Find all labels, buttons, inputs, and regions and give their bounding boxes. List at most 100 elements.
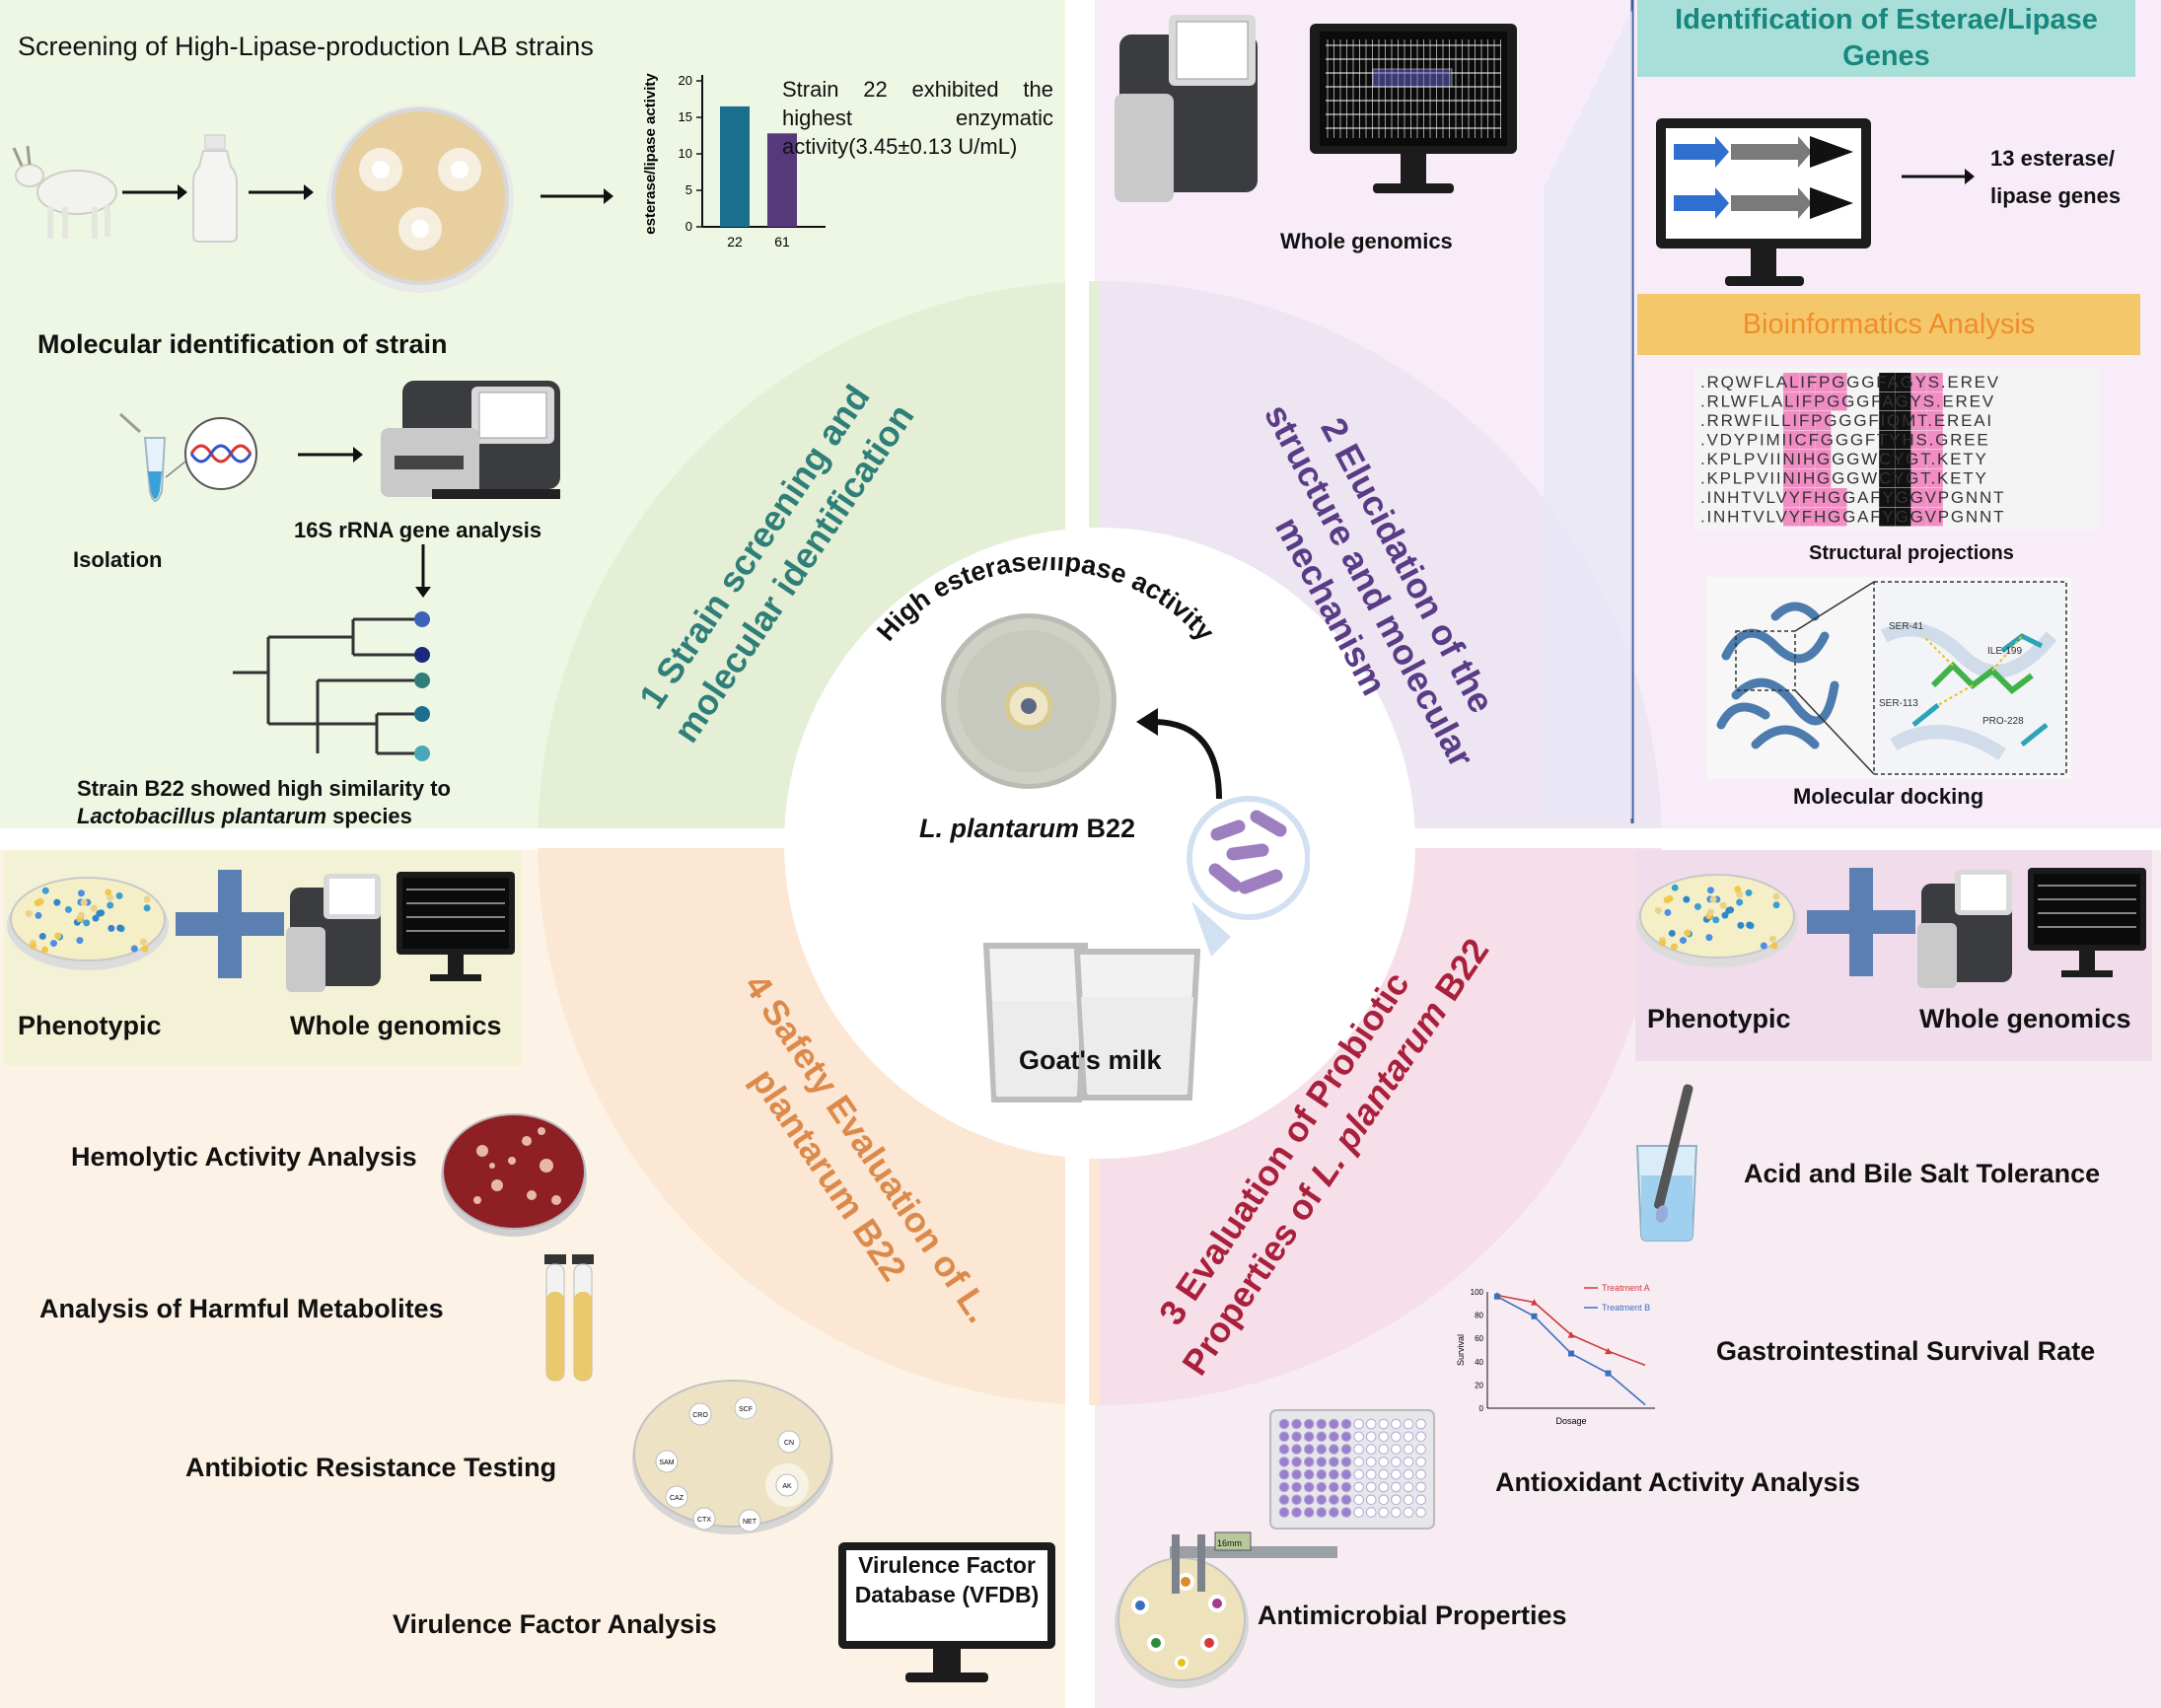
disk-label: CN	[784, 1440, 794, 1447]
structural-projections-label: Structural projections	[1809, 542, 2014, 564]
x-tick-label: 22	[727, 234, 743, 249]
disk-label: CAZ	[670, 1495, 684, 1502]
microplate-icon	[1269, 1409, 1435, 1530]
rrna-label: 16S rRNA gene analysis	[294, 518, 542, 542]
data-point	[1567, 1331, 1575, 1338]
center-strain-label: L. plantarum B22	[919, 814, 1136, 843]
q4-whole-genomics-label: Whole genomics	[290, 1011, 502, 1040]
test-tubes-icon	[544, 1254, 594, 1382]
legend-label: Treatment B	[1602, 1303, 1650, 1313]
activity-plate-photo	[941, 613, 1117, 789]
antibiotic-label: Antibiotic Resistance Testing	[185, 1453, 557, 1482]
sequence-alignment: .RQWFLALIFPGGGFAGYS.EREV.RLWFLALIFPGGGFA…	[1694, 367, 2099, 530]
genes-line1: 13 esterase/	[1990, 146, 2115, 171]
alignment-row: .RQWFLALIFPGGGFAGYS.EREV	[1700, 373, 2000, 391]
legend-label: Treatment A	[1602, 1283, 1650, 1293]
y-tick-label: 5	[685, 182, 692, 197]
screening-title: Screening of High-Lipase-production LAB …	[18, 32, 594, 61]
y-tick-label: 15	[679, 109, 692, 124]
y-tick-label: 100	[1471, 1288, 1484, 1297]
milk-bottle-icon	[192, 134, 238, 243]
alignment-row: .KPLPVIINIHGGGWCYGT.KETY	[1700, 469, 1988, 488]
q2-whole-genomics-label: Whole genomics	[1280, 229, 1453, 253]
similarity-line2: Lactobacillus plantarum species	[77, 804, 412, 828]
antimicrobial-label: Antimicrobial Properties	[1258, 1601, 1567, 1630]
phylogenetic-tree-icon	[233, 611, 430, 761]
antibiotic-disk	[688, 1402, 712, 1426]
activity-bar-chart: 0 5 10 15 20 22 61 esterase/lipase activity	[642, 73, 826, 249]
species-name: Lactobacillus plantarum	[77, 804, 327, 828]
alignment-row: .INHTVLVYFHGGAFYGGVPGNNT	[1700, 508, 2005, 527]
y-tick-label: 0	[685, 219, 692, 234]
arrow-icon	[298, 447, 363, 463]
antibiotic-disk	[665, 1485, 688, 1509]
strain-note: Strain 22 exhibited the highest enzymati…	[782, 77, 1053, 159]
sequencer-computer-icon	[1115, 15, 1517, 202]
data-point	[1568, 1350, 1574, 1357]
isolation-label: Isolation	[73, 547, 163, 572]
curved-arrow-icon	[1136, 708, 1222, 800]
gene-monitor-icon	[1656, 118, 1871, 286]
caliper-readout: 16mm	[1217, 1538, 1243, 1548]
disk-label: CTX	[697, 1517, 711, 1524]
alignment-row: .VDYPIMIICFGGGFTYHS.GREE	[1700, 431, 1990, 450]
sequencer-computer-icon	[286, 872, 515, 992]
sequencer-computer-icon	[1917, 868, 2146, 988]
vfdb-line1: Virulence Factor	[858, 1552, 1036, 1578]
y-tick-label: 0	[1479, 1404, 1484, 1413]
hemolytic-label: Hemolytic Activity Analysis	[71, 1142, 417, 1172]
arrow-icon	[1902, 169, 1975, 184]
alignment-row: .INHTVLVYFHGGAFYGGVPGNNT	[1700, 488, 2005, 507]
molecular-docking-image	[1706, 577, 2071, 779]
arrow-icon	[540, 188, 613, 204]
alignment-row: .RRWFILLIFPGGGFIQMT.EREAI	[1700, 411, 1993, 430]
data-point	[1494, 1293, 1500, 1300]
y-tick-label: 10	[679, 146, 692, 161]
x-axis-label: Dosage	[1555, 1416, 1586, 1426]
genes-line2: lipase genes	[1990, 183, 2122, 208]
bioinformatics-header: Bioinformatics Analysis	[1637, 294, 2140, 355]
residue-label: SER-113	[1879, 698, 1918, 709]
identification-header: Identification of Esterae/Lipase Genes	[1637, 0, 2135, 77]
bacteria-magnifier-icon	[1187, 796, 1310, 957]
antibiotic-disk	[775, 1473, 799, 1497]
q3-phenotypic-label: Phenotypic	[1647, 1004, 1791, 1033]
caliper-plate-icon	[1115, 1531, 1337, 1688]
virulence-label: Virulence Factor Analysis	[393, 1609, 717, 1639]
beaker-ph-meter-icon	[1635, 1084, 1698, 1242]
alignment-row: .KPLPVIINIHGGGWCYGT.KETY	[1700, 450, 1988, 468]
arrow-down-icon	[415, 544, 431, 598]
antioxidant-label: Antioxidant Activity Analysis	[1495, 1467, 1861, 1497]
vfdb-line2: Database (VFDB)	[854, 1582, 1040, 1607]
y-axis-label: Survival	[1456, 1334, 1466, 1366]
gi-survival-label: Gastrointestinal Survival Rate	[1716, 1336, 2096, 1366]
molecular-docking-label: Molecular docking	[1793, 784, 1984, 809]
residue-label: ILE-199	[1987, 646, 2023, 657]
y-tick-label: 20	[1475, 1381, 1483, 1389]
y-tick-label: 40	[1475, 1358, 1483, 1367]
data-point	[1605, 1370, 1612, 1377]
disk-label: SAM	[659, 1459, 674, 1466]
antibiotic-disk	[777, 1430, 801, 1454]
y-tick-label: 80	[1475, 1312, 1483, 1320]
acid-bile-label: Acid and Bile Salt Tolerance	[1744, 1159, 2101, 1188]
data-point	[1605, 1347, 1612, 1355]
bar	[767, 133, 797, 227]
residue-label: PRO-228	[1982, 716, 2024, 727]
antibiotic-disk	[734, 1396, 757, 1420]
y-axis-label: esterase/lipase activity	[642, 73, 659, 235]
data-point	[1531, 1313, 1538, 1319]
residue-label: SER-41	[1889, 621, 1924, 632]
goat-icon	[12, 145, 117, 239]
petri-dish-icon	[326, 106, 514, 293]
disk-label: CRO	[692, 1412, 708, 1419]
goats-milk-label: Goat's milk	[1019, 1045, 1162, 1075]
x-tick-label: 61	[774, 234, 790, 249]
disk-label: SCF	[739, 1406, 753, 1413]
disk-label: AK	[782, 1483, 792, 1490]
y-tick-label: 20	[679, 73, 692, 88]
data-point	[1531, 1299, 1538, 1306]
q3-whole-genomics-label: Whole genomics	[1919, 1004, 2131, 1033]
